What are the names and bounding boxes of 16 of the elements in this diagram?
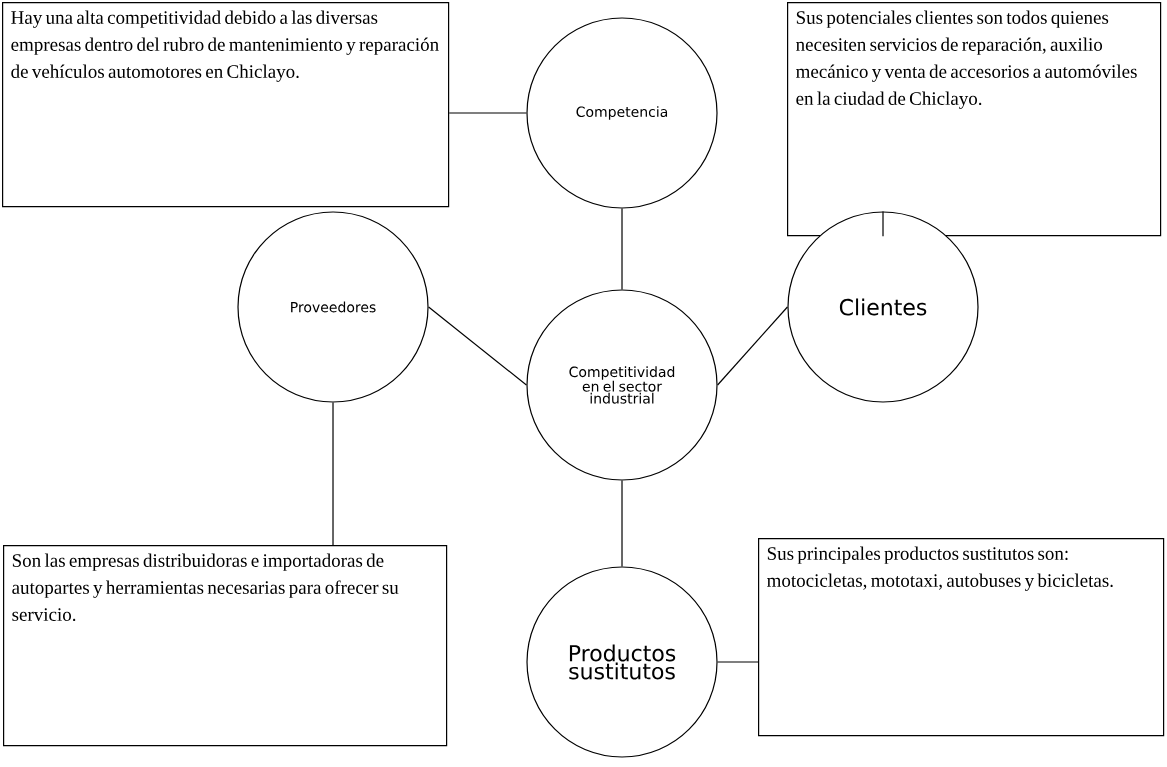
- connector-line: [882, 210, 884, 237]
- connector-line: [448, 112, 527, 114]
- connector-line: [717, 661, 759, 663]
- connector-line: [717, 306, 788, 386]
- text-box: Son las empresas distribuidoras e importadoras de autopartes y herramientas necesarias para ofrecer su servicio.: [3, 545, 448, 747]
- circle-node: Competencia: [526, 17, 718, 209]
- connector-line: [428, 306, 527, 386]
- text-box: Hay una alta competitividad debido a las diversas empresas dentro del rubro de mantenimiento y reparación de vehículos automotores en Chiclayo.: [2, 2, 450, 208]
- circle-node: Productos sustitutos: [526, 566, 718, 758]
- circle-node: Clientes: [787, 211, 979, 403]
- text-box: Sus principales productos sustitutos son: motocicletas, mototaxi, autobuses y bicicletas.: [758, 538, 1165, 737]
- connector-line: [621, 208, 623, 290]
- connector-line: [621, 480, 623, 567]
- circle-node: Competitividad en el sector industrial: [526, 289, 718, 481]
- connector-line: [332, 402, 334, 546]
- circle-node: Proveedores: [237, 211, 429, 403]
